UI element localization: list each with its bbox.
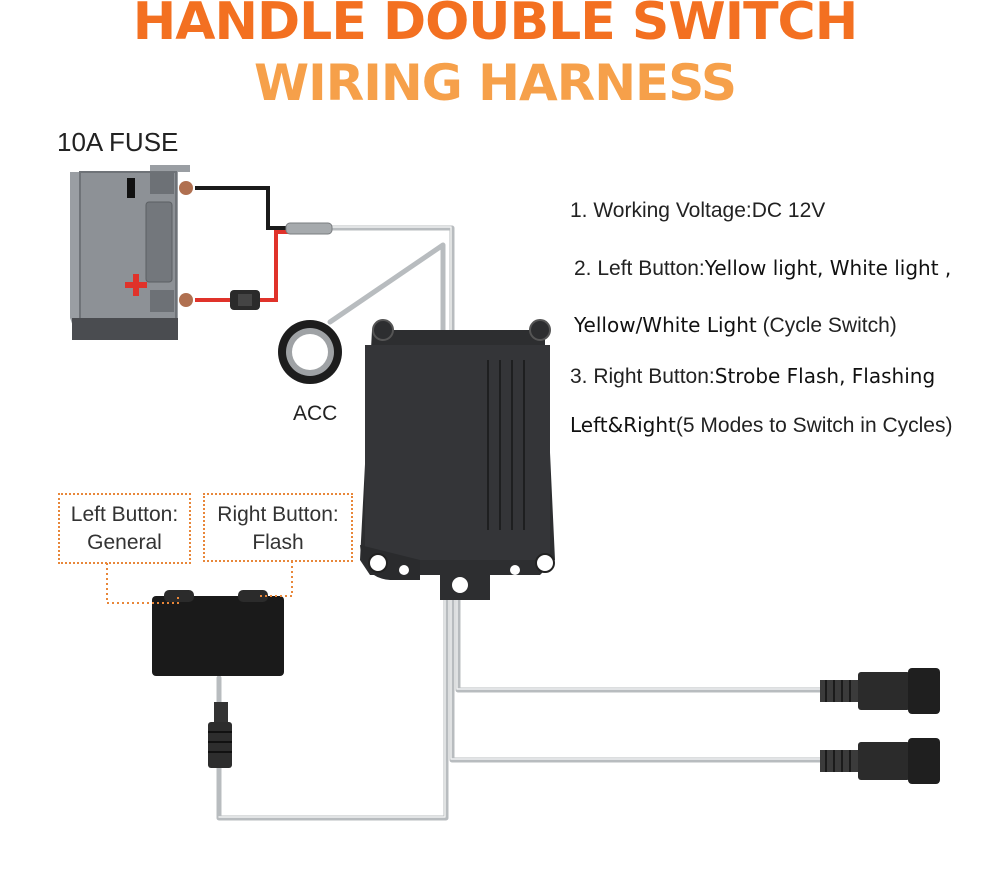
output-wire-2 — [449, 595, 823, 763]
spec-right-button-cont: Left&Right(5 Modes to Switch in Cycles) — [570, 413, 952, 438]
spec-left-button-prefix: 2. Left Button: — [574, 257, 705, 280]
acc-label: ACC — [293, 402, 338, 425]
fuse-label: 10A FUSE — [57, 127, 179, 157]
spec-left-button-cycle: Yellow/White Light — [574, 313, 757, 337]
spec-right-button-prefix: 3. Right Button: — [570, 365, 715, 388]
left-button-label-line1: Left Button: — [70, 503, 179, 526]
acc-ring-icon — [278, 320, 342, 384]
title-line-2: WIRING HARNESS — [254, 54, 737, 112]
battery-icon — [70, 165, 193, 340]
spec-left-button-cycle-note: (Cycle Switch) — [756, 314, 897, 337]
connector-plug-icon — [820, 668, 940, 784]
spec-working-voltage: 1. Working Voltage:DC 12V — [570, 199, 826, 222]
black-wire — [195, 186, 290, 230]
acc-wire — [327, 242, 446, 348]
spec-right-button-value: Strobe Flash, Flashing — [714, 364, 936, 388]
switch-wire — [216, 595, 449, 821]
left-button-label-line2: General — [87, 531, 162, 554]
spec-left-button: 2. Left Button:Yellow light, White light… — [574, 256, 951, 281]
button-leaders — [106, 561, 293, 604]
spec-right-button: 3. Right Button:Strobe Flash, Flashing — [570, 364, 935, 389]
left-button-label: Left Button: General — [58, 493, 191, 564]
power-wire — [327, 225, 455, 348]
spec-left-button-cont: Yellow/White Light (Cycle Switch) — [574, 313, 897, 338]
handle-switch-icon — [152, 590, 284, 768]
wire-splice — [285, 222, 333, 235]
red-wire — [195, 230, 290, 302]
title-line-1: HANDLE DOUBLE SWITCH — [132, 0, 859, 52]
harness-wires — [216, 225, 823, 821]
right-button-label-line1: Right Button: — [217, 503, 339, 526]
right-button-label-line2: Flash — [252, 531, 304, 554]
right-button-label: Right Button: Flash — [203, 493, 353, 562]
spec-left-button-value: Yellow light, White light , — [704, 256, 952, 280]
spec-right-button-modes: Left&Right — [570, 413, 676, 437]
controller-box-icon — [360, 319, 555, 600]
output-wire-1 — [455, 595, 823, 693]
fuse-icon — [230, 290, 260, 310]
spec-right-button-modes-note: (5 Modes to Switch in Cycles) — [675, 414, 953, 437]
